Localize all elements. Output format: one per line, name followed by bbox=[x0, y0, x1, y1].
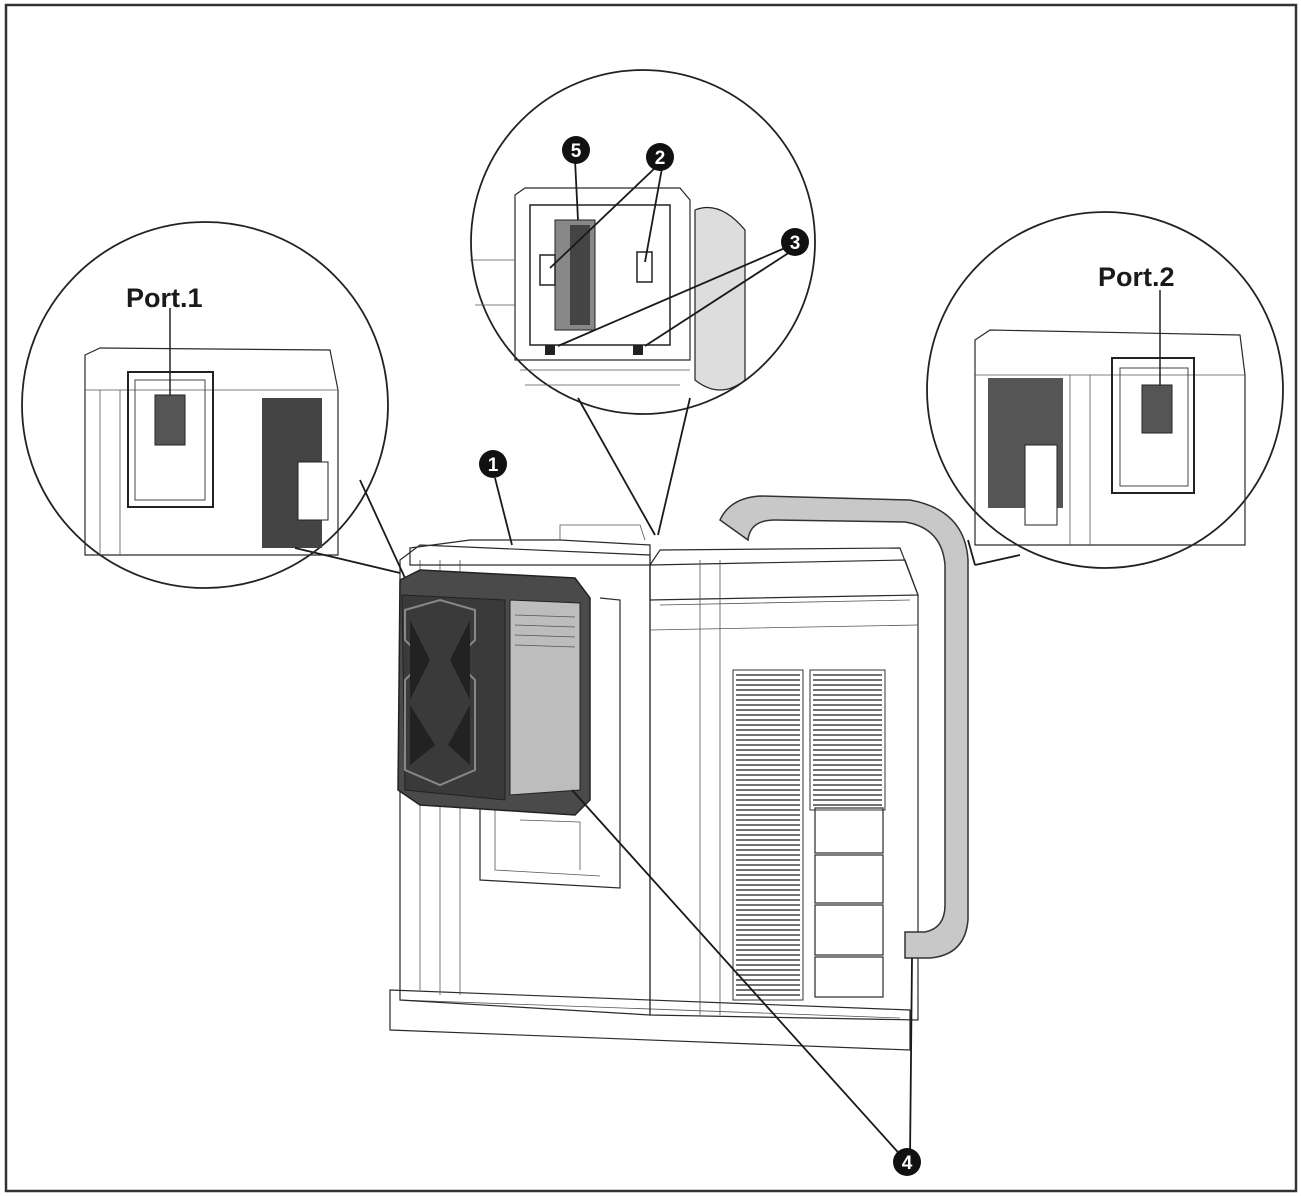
callout-3: 3 bbox=[781, 228, 809, 256]
callout-1-number: 1 bbox=[488, 455, 499, 476]
callout-1: 1 bbox=[479, 450, 507, 478]
callout-2-number: 2 bbox=[655, 148, 666, 169]
vent-grille bbox=[732, 669, 886, 1001]
callout-2: 2 bbox=[646, 143, 674, 171]
carry-handle bbox=[719, 495, 969, 959]
callout-5-number: 5 bbox=[571, 141, 582, 162]
callout-3-number: 3 bbox=[790, 233, 801, 254]
top-magnifier bbox=[470, 69, 816, 415]
port1-magnifier: Port.1 bbox=[21, 221, 389, 589]
port2-label: Port.2 bbox=[1098, 262, 1175, 292]
power-station-body bbox=[389, 495, 969, 1051]
port2-magnifier: Port.2 bbox=[926, 211, 1284, 569]
outer-border bbox=[4, 3, 1298, 1193]
callout-4: 4 bbox=[893, 1148, 921, 1176]
leader-lines bbox=[294, 159, 1021, 1161]
callout-5: 5 bbox=[562, 136, 590, 164]
port1-label: Port.1 bbox=[126, 283, 203, 313]
battery-pack bbox=[397, 569, 591, 816]
callout-4-number: 4 bbox=[902, 1153, 913, 1174]
